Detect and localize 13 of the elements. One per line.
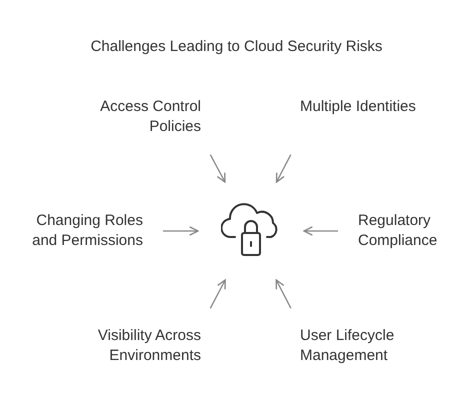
arrow	[276, 279, 292, 309]
challenge-label: Regulatory Compliance	[358, 211, 468, 251]
challenge-label: Changing Roles and Permissions	[10, 211, 143, 251]
arrow	[210, 279, 226, 309]
arrow	[163, 226, 199, 236]
title: Challenges Leading to Cloud Security Risks	[90, 38, 384, 55]
arrow	[303, 226, 338, 236]
challenge-label: Access Control Policies	[70, 97, 201, 137]
challenge-label: Multiple Identities	[300, 97, 420, 117]
arrow	[210, 154, 226, 183]
challenge-label: Visibility Across Environments	[60, 326, 201, 366]
arrow	[276, 154, 292, 183]
challenge-label: User Lifecycle Management	[300, 326, 430, 366]
